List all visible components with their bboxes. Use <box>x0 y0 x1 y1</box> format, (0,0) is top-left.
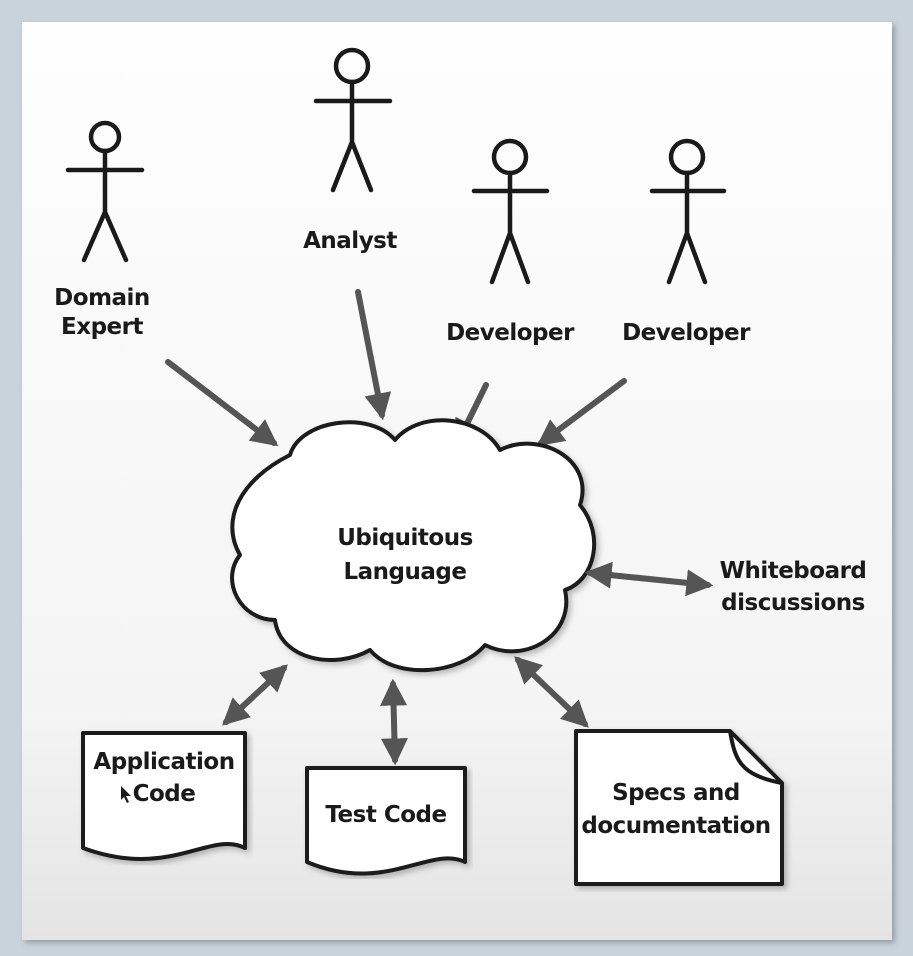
cloud-shape <box>230 418 597 672</box>
cloud-label-line-1: Ubiquitous <box>337 525 473 551</box>
stick-figure-icon <box>313 47 393 193</box>
actor-developer-2: Developer <box>622 138 752 346</box>
arrow-language-test-code <box>380 678 408 766</box>
artifact-label: Test Code <box>325 802 446 828</box>
cloud-label-line-2: Language <box>344 559 467 585</box>
arrow-developer-2-to-language <box>536 378 627 447</box>
actor-label: Developer <box>622 320 751 346</box>
document-shape <box>81 731 247 861</box>
whiteboard-label-line-1: Whiteboard <box>720 558 867 584</box>
artifact-application-code: Application Code <box>81 731 247 861</box>
actor-analyst: Analyst <box>303 47 398 254</box>
actor-label-line-1: Domain <box>54 285 150 311</box>
artifact-label-line-2: documentation <box>581 813 770 839</box>
artifact-label-line-1: Application <box>93 749 234 775</box>
actor-arrows <box>165 289 627 447</box>
arrow-language-specs <box>514 656 589 728</box>
artifact-specs-documentation: Specs and documentation <box>574 729 784 886</box>
actor-domain-expert: Domain Expert <box>54 120 150 340</box>
mouse-cursor-icon <box>121 786 131 803</box>
actor-label: Developer <box>446 320 575 346</box>
actor-label-line-2: Expert <box>61 314 143 340</box>
stick-figure-icon <box>65 120 145 263</box>
arrow-language-whiteboard <box>584 561 714 597</box>
arrow-language-application-code <box>222 664 288 726</box>
stick-figure-icon <box>649 138 727 285</box>
actor-label: Analyst <box>303 228 397 254</box>
stick-figure-icon <box>471 138 550 285</box>
arrow-analyst-to-language <box>355 289 392 421</box>
artifact-label-line-1: Specs and <box>612 780 740 806</box>
whiteboard-discussions: Whiteboard discussions <box>584 558 867 616</box>
artifact-arrows <box>222 656 589 766</box>
actor-developer-1: Developer <box>446 138 576 346</box>
page-shape <box>574 729 784 886</box>
artifact-test-code: Test Code <box>305 766 467 876</box>
whiteboard-label-line-2: discussions <box>721 590 865 616</box>
page-fold <box>728 730 783 785</box>
artifact-label-line-2: Code <box>133 781 196 807</box>
ubiquitous-language-cloud: Ubiquitous Language <box>230 418 597 672</box>
arrow-domain-expert-to-language <box>165 359 279 447</box>
document-shape <box>305 766 467 876</box>
